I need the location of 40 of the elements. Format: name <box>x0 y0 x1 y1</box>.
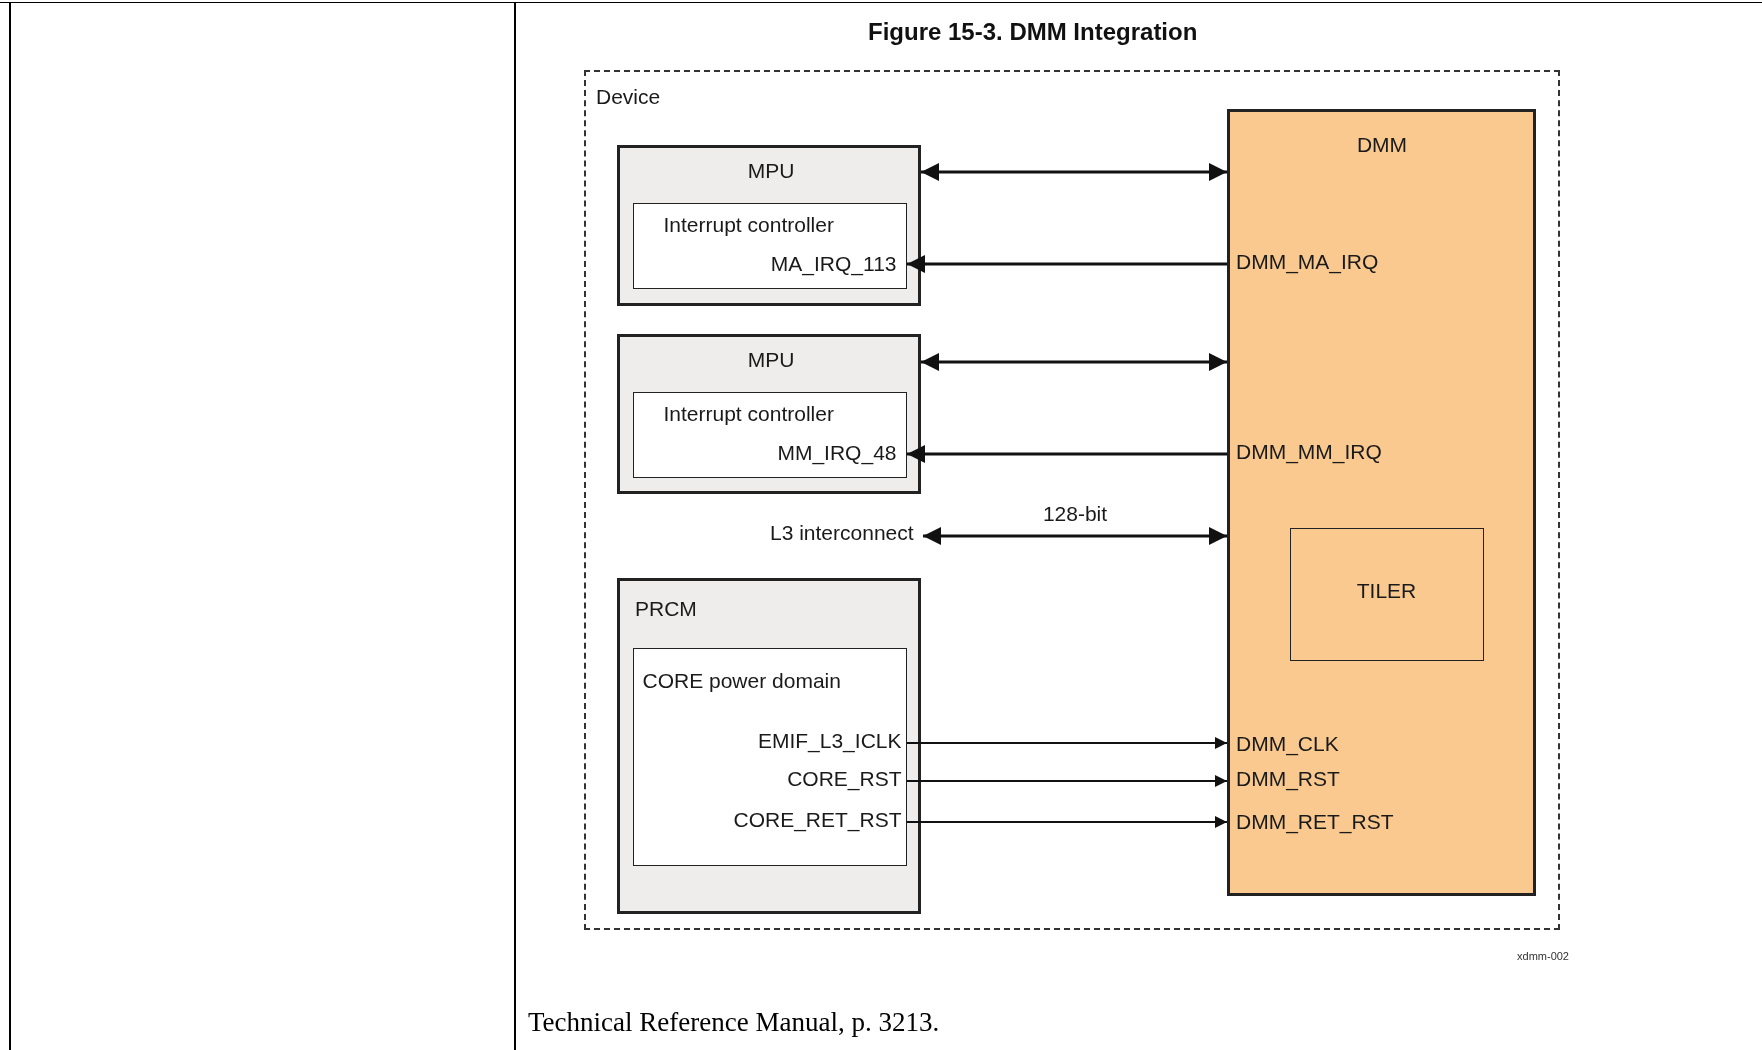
source-caption: Technical Reference Manual, p. 3213. <box>528 1006 940 1039</box>
node-title: DMM <box>1356 134 1408 155</box>
figure-title: Figure 15-3. DMM Integration <box>868 17 1198 47</box>
arrow <box>907 445 1227 463</box>
node-title: CORE power domain <box>642 669 841 691</box>
dmm-block <box>1227 109 1536 896</box>
node-title: Device <box>596 86 661 107</box>
arrow <box>906 775 1228 787</box>
signal-name: DMM_RST <box>1236 768 1340 789</box>
signal-name: EMIF_L3_ICLK <box>757 729 902 751</box>
node-title: MPU <box>747 349 795 370</box>
node-title: Interrupt controller <box>663 213 834 235</box>
power-domain-box <box>633 648 907 866</box>
node-title: MPU <box>747 160 795 181</box>
prcm-block <box>617 578 921 914</box>
device-boundary <box>584 70 1560 930</box>
interrupt-controller-box <box>633 392 907 478</box>
node-title: Interrupt controller <box>663 402 834 424</box>
arrow <box>907 255 1227 273</box>
processor-block <box>617 334 921 494</box>
signal-name: MA_IRQ_113 <box>770 252 897 274</box>
arrow <box>921 353 1227 371</box>
figure-id: xdmm-002 <box>1517 949 1569 964</box>
signal-name: DMM_RET_RST <box>1236 811 1394 832</box>
signal-name: DMM_MA_IRQ <box>1236 251 1379 272</box>
signal-name: DMM_MM_IRQ <box>1236 441 1382 462</box>
arrow <box>906 737 1228 749</box>
arrow <box>906 816 1228 828</box>
signal-name: CORE_RET_RST <box>733 808 902 830</box>
node-title: L3 interconnect <box>770 522 914 543</box>
tiler-box <box>1290 528 1484 661</box>
signal-name: DMM_CLK <box>1236 733 1339 754</box>
node-title: PRCM <box>635 598 697 619</box>
signal-name: MM_IRQ_48 <box>777 441 897 463</box>
arrow <box>921 163 1227 181</box>
interrupt-controller-box <box>633 203 907 289</box>
arrow <box>923 527 1227 545</box>
processor-block <box>617 145 921 306</box>
node-title: TILER <box>1356 579 1417 601</box>
signal-name: CORE_RST <box>787 767 902 789</box>
